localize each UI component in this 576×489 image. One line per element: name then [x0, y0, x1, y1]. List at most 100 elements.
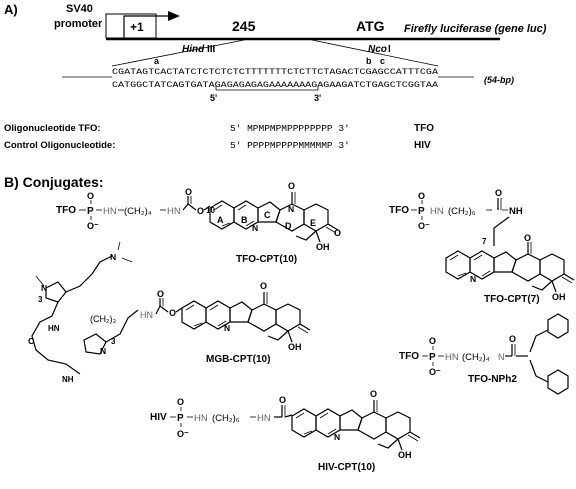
ring-e-label: E: [310, 218, 316, 228]
d-carbonyl-o-2: O: [524, 233, 531, 243]
atg-label: ATG: [356, 18, 385, 34]
ether-o: O: [197, 206, 204, 216]
phosphoryl-oxygen-4: O: [177, 397, 184, 407]
hydroxyl: OH: [316, 242, 330, 252]
position-10: 10: [206, 206, 215, 215]
amide-hn-3: HN: [430, 206, 444, 217]
hydroxyl-4: OH: [398, 450, 412, 460]
pyrrole-n-1: N: [41, 283, 47, 293]
amide-hn-2: HN: [167, 206, 181, 217]
mgb-carbonyl-o: O: [157, 289, 164, 299]
oligo-tag-2: HIV: [414, 140, 431, 151]
phenyl-ring-2: [547, 369, 569, 395]
panel-b-label: B) Conjugates:: [4, 174, 104, 190]
sequence-top-strand: CGATAGTCACTATCTCTCTCTCTTTTTTTCTCTTCTAGAC…: [112, 67, 439, 77]
target-3prime: 3': [314, 93, 321, 103]
position-245: 245: [232, 18, 256, 34]
phosphorus: P: [87, 206, 94, 217]
phosphoryl-oxygen-3: O: [429, 336, 436, 346]
promoter-box: [105, 13, 157, 39]
ring-d-label: D: [285, 221, 292, 231]
phosphate-oxygen-4: O⁻: [177, 429, 189, 439]
ring-n-2: N: [288, 204, 294, 214]
site-c-label: c: [380, 56, 385, 66]
nco-site-label: Nco: [368, 44, 387, 55]
phosphate-oxygen-3: O⁻: [429, 367, 441, 377]
linker-c4-2: (CH₂)₄: [462, 352, 490, 363]
name-tfo-cpt7: TFO-CPT(7): [484, 294, 540, 305]
amide-hn-5: HN: [194, 413, 208, 424]
mgb-cpt10-structure: N 3 N O HN N 3 NH (CH₂)₃ HN O O N O OH M…: [28, 241, 311, 384]
target-5prime: 5': [210, 93, 217, 103]
ring-n-3: N: [470, 274, 476, 284]
ring-b-label: B: [241, 215, 248, 225]
carbonyl-o-5: O: [279, 395, 286, 405]
linker-c4: (CH₂)₄: [124, 206, 152, 217]
carbonyl-o: O: [185, 187, 192, 197]
zoom-line-left: [111, 39, 245, 67]
d-carbonyl-o-4: O: [370, 389, 377, 399]
d-carbonyl-o: O: [288, 181, 295, 191]
panel-a-label: A): [4, 2, 18, 17]
linker-c6: (CH₂)₆: [448, 206, 476, 217]
oligo-tag-1: TFO: [414, 123, 434, 134]
sub-3-b: 3: [111, 337, 116, 346]
mgb-nh: NH: [62, 375, 74, 384]
promoter-label-top: SV40: [66, 3, 93, 15]
carbonyl-o-2: O: [495, 188, 502, 198]
phosphate-oxygen: O⁻: [87, 221, 99, 231]
zoom-line-right: [311, 39, 439, 67]
amide-hn-6: HN: [257, 413, 271, 424]
name-tfo-cpt10: TFO-CPT(10): [236, 254, 297, 265]
tfo-label-2: TFO: [389, 205, 409, 216]
bp-label: (54-bp): [484, 75, 514, 85]
sequence-bottom-strand: CATGGCTATCAGTGATAGAGAGAGAGAAAAAAAGAGAAGA…: [112, 80, 439, 90]
phosphoryl-oxygen-2: O: [418, 191, 425, 201]
amide-n: N: [498, 352, 505, 362]
amide-hn-4: HN: [445, 352, 459, 363]
linker-c6-2: (CH₂)₆: [212, 413, 240, 424]
d-carbonyl-o-3: O: [260, 281, 267, 291]
oligo-seq-2: 5' PPPPMPPPPMMMMMP 3': [230, 140, 350, 151]
mgb-ether-o: O: [169, 308, 176, 318]
hind-site-label: Hind: [182, 44, 205, 55]
phosphate-oxygen-2: O⁻: [418, 221, 430, 231]
site-a-label: a: [154, 56, 160, 66]
plus-one-label: +1: [130, 20, 144, 34]
oligo-seq-1: 5' MPMPMPMPPPPPPPP 3': [230, 123, 350, 134]
hind-site-suffix: III: [207, 44, 216, 55]
sub-3-a: 3: [38, 295, 43, 304]
name-tfo-nph2: TFO-NPh2: [468, 374, 517, 385]
tfo-cpt7-structure: TFO P O O⁻ HN (CH₂)₆ (CH₂)₆ O NH 7 N O O…: [389, 188, 575, 305]
carbonyl-o-4: O: [509, 334, 516, 344]
amide-hn: HN: [103, 206, 117, 217]
mgb-hn-2: HN: [140, 310, 153, 320]
hiv-label: HIV: [150, 412, 167, 423]
nco-site-suffix: I: [388, 44, 391, 55]
ring-a-label: A: [217, 215, 224, 225]
ring-n-4: N: [224, 323, 230, 333]
mgb-hn-1: HN: [48, 324, 60, 333]
phosphorus-4: P: [177, 413, 184, 424]
gene-label: Firefly luciferase (gene luc): [404, 23, 547, 35]
e-carbonyl-o: O: [334, 228, 341, 238]
hydroxyl-2: OH: [552, 292, 566, 302]
tfo-label-3: TFO: [399, 351, 419, 362]
amide-o-mgb: O: [28, 336, 35, 346]
dimethylamino-n: N: [110, 252, 116, 262]
name-hiv-cpt10: HIV-CPT(10): [318, 462, 375, 473]
ring-c-label: C: [264, 210, 271, 220]
phosphoryl-oxygen: O: [87, 191, 94, 201]
ring-n: N: [252, 223, 258, 233]
pyrrole-n-2: N: [100, 346, 106, 356]
tfo-nph2-structure: TFO P O O⁻ HN (CH₂)₄ N O TFO-NPh2: [399, 313, 569, 395]
transcription-start-arrow: [123, 15, 168, 38]
tfo-label: TFO: [56, 205, 76, 216]
name-mgb-cpt10: MGB-CPT(10): [206, 354, 270, 365]
phosphorus-3: P: [429, 352, 436, 363]
oligo-name-2: Control Oligonucleotide:: [4, 140, 115, 151]
amide-nh: NH: [509, 206, 523, 217]
phenyl-ring-1: [547, 313, 569, 339]
arrowhead-icon: [168, 11, 180, 21]
